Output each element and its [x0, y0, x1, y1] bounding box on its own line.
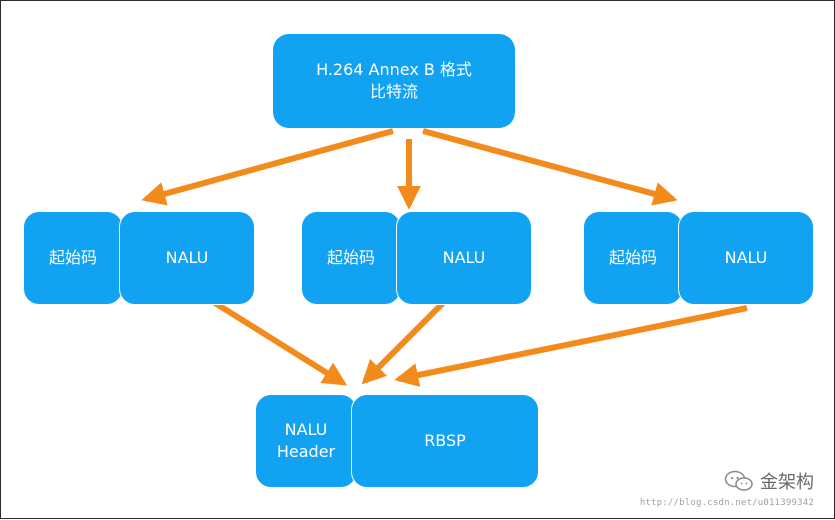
watermark-url: http://blog.csdn.net/u011399342: [639, 498, 814, 508]
arrow-top-to-group-1: [141, 128, 394, 206]
arrow-group-3-to-bottom: [394, 305, 748, 387]
start-code-label-1: 起始码: [48, 248, 97, 268]
start-code-label-2: 起始码: [326, 248, 375, 268]
watermark-brand: 金架构: [724, 468, 814, 494]
arrow-group-1-to-bottom: [197, 290, 348, 386]
wechat-icon: [724, 470, 753, 491]
nalu-header-box: NALU Header: [255, 394, 357, 488]
nalu-box-3: NALU: [678, 211, 814, 305]
watermark-brand-text: 金架构: [760, 472, 814, 493]
annexb-bitstream-box: H.264 Annex B 格式 比特流: [273, 34, 515, 128]
start-code-box-3: 起始码: [583, 211, 683, 305]
nalu-label-3: NALU: [724, 248, 768, 268]
annexb-title-line1: H.264 Annex B 格式: [316, 60, 472, 80]
annexb-title-line2: 比特流: [369, 82, 418, 101]
nalu-box-1: NALU: [119, 211, 255, 305]
nalu-header-line2: Header: [276, 442, 336, 461]
start-code-label-3: 起始码: [608, 248, 657, 268]
start-code-box-2: 起始码: [301, 211, 401, 305]
rbsp-label: RBSP: [424, 431, 466, 451]
nalu-box-2: NALU: [396, 211, 532, 305]
arrow-top-to-group-3: [422, 128, 678, 206]
rbsp-box: RBSP: [351, 394, 539, 488]
nalu-header-line1: NALU: [284, 420, 328, 440]
nalu-label-2: NALU: [442, 248, 486, 268]
start-code-box-1: 起始码: [23, 211, 123, 305]
nalu-label-1: NALU: [165, 248, 209, 268]
arrow-group-2-to-bottom: [361, 290, 456, 385]
watermark: 金架构 http://blog.csdn.net/u011399342: [640, 468, 814, 508]
